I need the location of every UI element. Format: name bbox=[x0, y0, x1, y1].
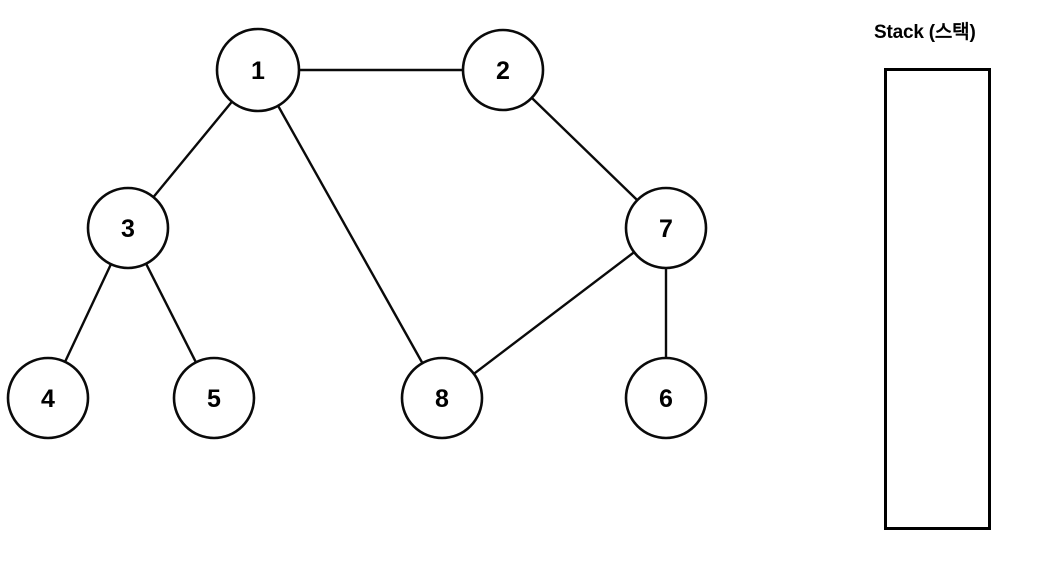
graph-node-5[interactable]: 5 bbox=[172, 356, 256, 440]
node-circle-5[interactable] bbox=[172, 356, 256, 440]
node-circle-2[interactable] bbox=[461, 28, 545, 112]
node-label-8: 8 bbox=[435, 385, 449, 413]
node-label-3: 3 bbox=[121, 215, 135, 243]
node-label-4: 4 bbox=[41, 385, 55, 413]
node-label-6: 6 bbox=[659, 385, 673, 413]
graph-node-3[interactable]: 3 bbox=[86, 186, 170, 270]
stack-title: Stack (스택) bbox=[874, 22, 976, 43]
graph-edge-1-3 bbox=[151, 100, 234, 199]
graph-edge-1-8 bbox=[276, 104, 424, 365]
node-label-2: 2 bbox=[496, 57, 510, 85]
node-label-1: 1 bbox=[251, 57, 265, 85]
graph-edge-3-5 bbox=[144, 262, 198, 364]
graph-edge-3-4 bbox=[63, 262, 113, 364]
node-label-7: 7 bbox=[659, 215, 673, 243]
graph-edges bbox=[63, 68, 668, 376]
node-circle-7[interactable] bbox=[624, 186, 708, 270]
graph-node-7[interactable]: 7 bbox=[624, 186, 708, 270]
stack-item-list bbox=[887, 71, 988, 527]
node-circle-8[interactable] bbox=[400, 356, 484, 440]
graph-node-1[interactable]: 1 bbox=[215, 27, 301, 113]
graph-edge-2-7 bbox=[530, 96, 639, 202]
graph-node-6[interactable]: 6 bbox=[624, 356, 708, 440]
node-circle-3[interactable] bbox=[86, 186, 170, 270]
node-circle-6[interactable] bbox=[624, 356, 708, 440]
graph-node-8[interactable]: 8 bbox=[400, 356, 484, 440]
graph-node-2[interactable]: 2 bbox=[461, 28, 545, 112]
stack-container[interactable] bbox=[884, 68, 991, 530]
graph-nodes: 1 2 3 7 4 5 8 6 bbox=[6, 27, 708, 440]
node-circle-1[interactable] bbox=[215, 27, 301, 113]
node-circle-4[interactable] bbox=[6, 356, 90, 440]
node-label-5: 5 bbox=[207, 385, 221, 413]
graph-node-4[interactable]: 4 bbox=[6, 356, 90, 440]
graph-edge-7-8 bbox=[472, 250, 636, 376]
